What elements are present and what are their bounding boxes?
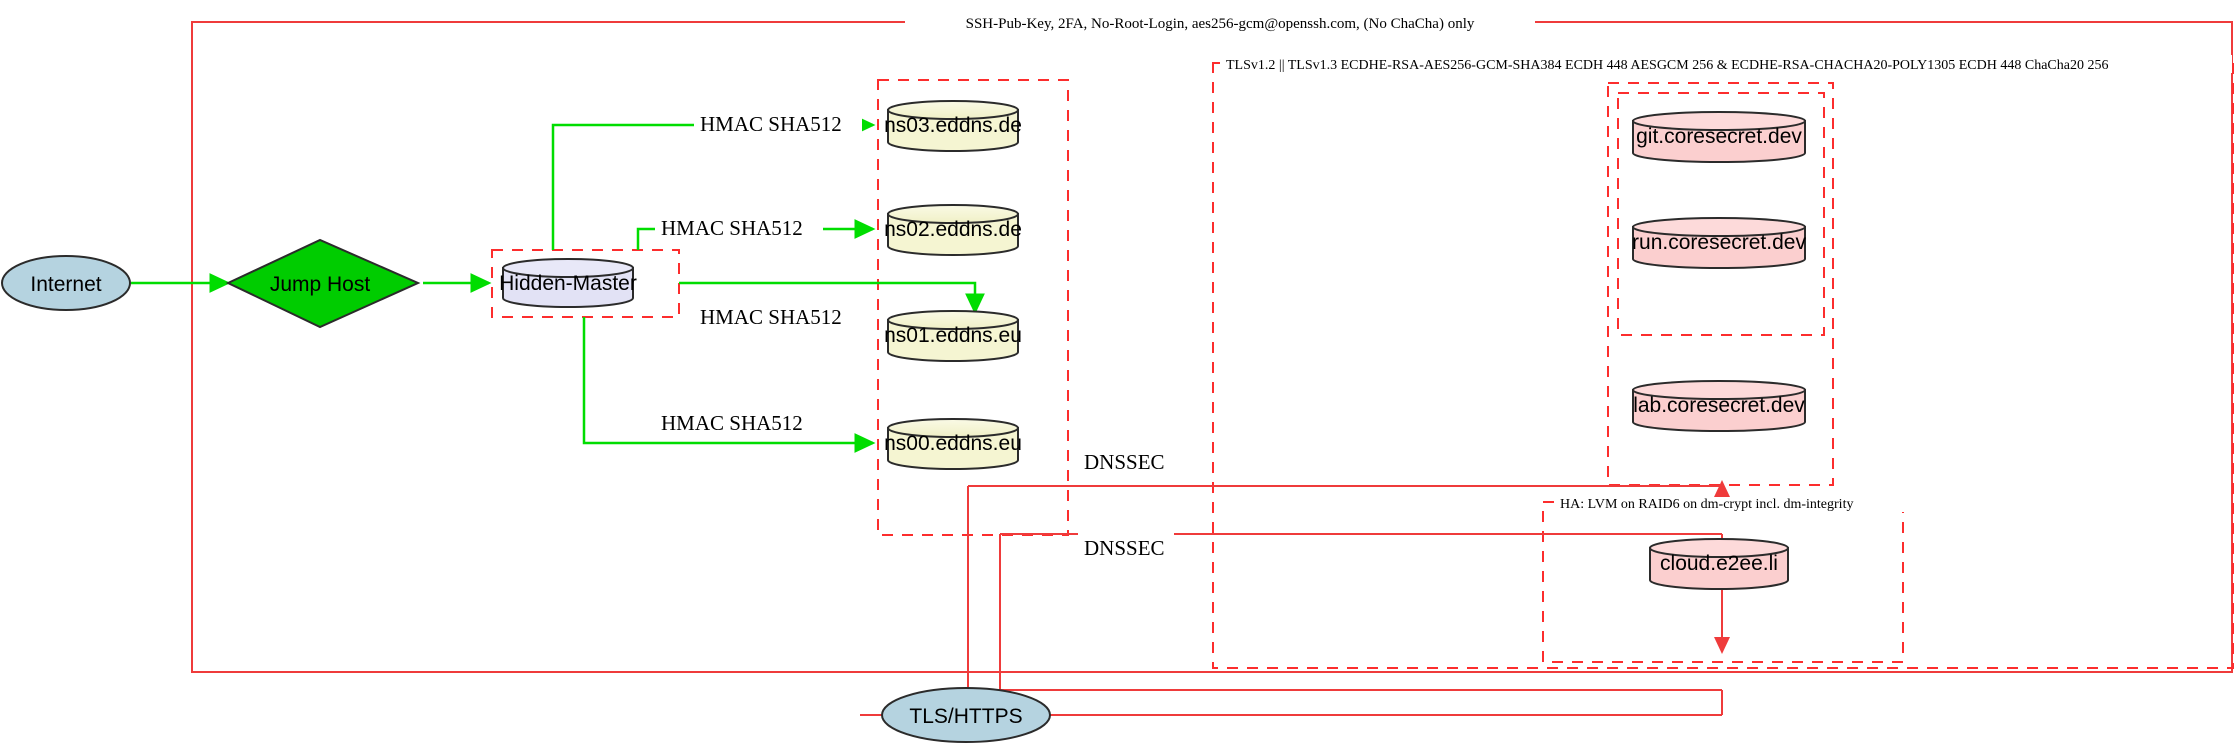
hmac-ns03-backdrop bbox=[694, 112, 862, 136]
dns-zone-boundary bbox=[877, 79, 1069, 536]
hmac-ns01-backdrop bbox=[694, 305, 862, 329]
node-tls-https-label: TLS/HTTPS bbox=[909, 705, 1022, 728]
node-ns02[interactable]: ns02.eddns.de bbox=[884, 204, 1022, 256]
edge-label-dnssec-lower: DNSSEC bbox=[1084, 536, 1165, 560]
node-ns00[interactable]: ns00.eddns.eu bbox=[884, 418, 1022, 470]
dnssec-upper-backdrop bbox=[1078, 450, 1174, 474]
node-cloud-label: cloud.e2ee.li bbox=[1660, 552, 1778, 575]
hmac-ns02-backdrop bbox=[655, 216, 823, 240]
hmac-ns00-backdrop bbox=[655, 411, 823, 435]
node-ns03[interactable]: ns03.eddns.de bbox=[884, 100, 1022, 152]
node-run-label: run.coresecret.dev bbox=[1632, 231, 1806, 254]
node-hidden-master-label: Hidden-Master bbox=[499, 272, 637, 295]
tls-zone-label: TLSv1.2 || TLSv1.3 ECDHE-RSA-AES256-GCM-… bbox=[1226, 58, 2108, 73]
edge-label-hmac-ns00: HMAC SHA512 bbox=[661, 411, 803, 435]
node-jump-host[interactable]: Jump Host bbox=[225, 238, 421, 329]
ssh-zone-label-text: SSH-Pub-Key, 2FA, No-Root-Login, aes256-… bbox=[966, 16, 1475, 32]
node-ns03-label: ns03.eddns.de bbox=[884, 114, 1022, 137]
ha-zone-label: HA: LVM on RAID6 on dm-crypt incl. dm-in… bbox=[1560, 497, 1853, 512]
node-ns01[interactable]: ns01.eddns.eu bbox=[884, 310, 1022, 362]
node-cloud-e2ee[interactable]: cloud.e2ee.li bbox=[1649, 538, 1789, 590]
node-run-coresecret[interactable]: run.coresecret.dev bbox=[1632, 217, 1806, 269]
node-ns01-label: ns01.eddns.eu bbox=[884, 324, 1022, 347]
node-git-label: git.coresecret.dev bbox=[1636, 125, 1802, 148]
node-jump-host-label: Jump Host bbox=[270, 273, 371, 296]
edge-hiddenmaster-to-ns01 bbox=[679, 281, 985, 315]
edge-label-dnssec-upper: DNSSEC bbox=[1084, 450, 1165, 474]
node-ns02-label: ns02.eddns.de bbox=[884, 218, 1022, 241]
node-tls-https[interactable]: TLS/HTTPS bbox=[881, 687, 1051, 743]
node-lab-label: lab.coresecret.dev bbox=[1633, 394, 1805, 417]
node-ns00-label: ns00.eddns.eu bbox=[884, 432, 1022, 455]
dnssec-lower-backdrop bbox=[1078, 531, 1174, 555]
node-lab-coresecret[interactable]: lab.coresecret.dev bbox=[1632, 380, 1806, 432]
node-internet-label: Internet bbox=[30, 273, 101, 296]
ssh-label-backdrop bbox=[905, 12, 1535, 32]
coresecret-inner-zone bbox=[1617, 92, 1825, 336]
node-internet[interactable]: Internet bbox=[1, 255, 131, 311]
edge-label-hmac-ns03: HMAC SHA512 bbox=[700, 112, 842, 136]
edge-hiddenmaster-to-ns00 bbox=[582, 317, 876, 453]
edge-label-hmac-ns02: HMAC SHA512 bbox=[661, 216, 803, 240]
edge-label-hmac-ns01: HMAC SHA512 bbox=[700, 305, 842, 329]
tls-label-backdrop bbox=[1220, 55, 2232, 73]
node-hidden-master[interactable]: Hidden-Master bbox=[499, 258, 637, 308]
node-git-coresecret[interactable]: git.coresecret.dev bbox=[1632, 111, 1806, 163]
ha-label-backdrop bbox=[1556, 494, 1906, 512]
coresecret-outer-zone bbox=[1607, 82, 1834, 486]
